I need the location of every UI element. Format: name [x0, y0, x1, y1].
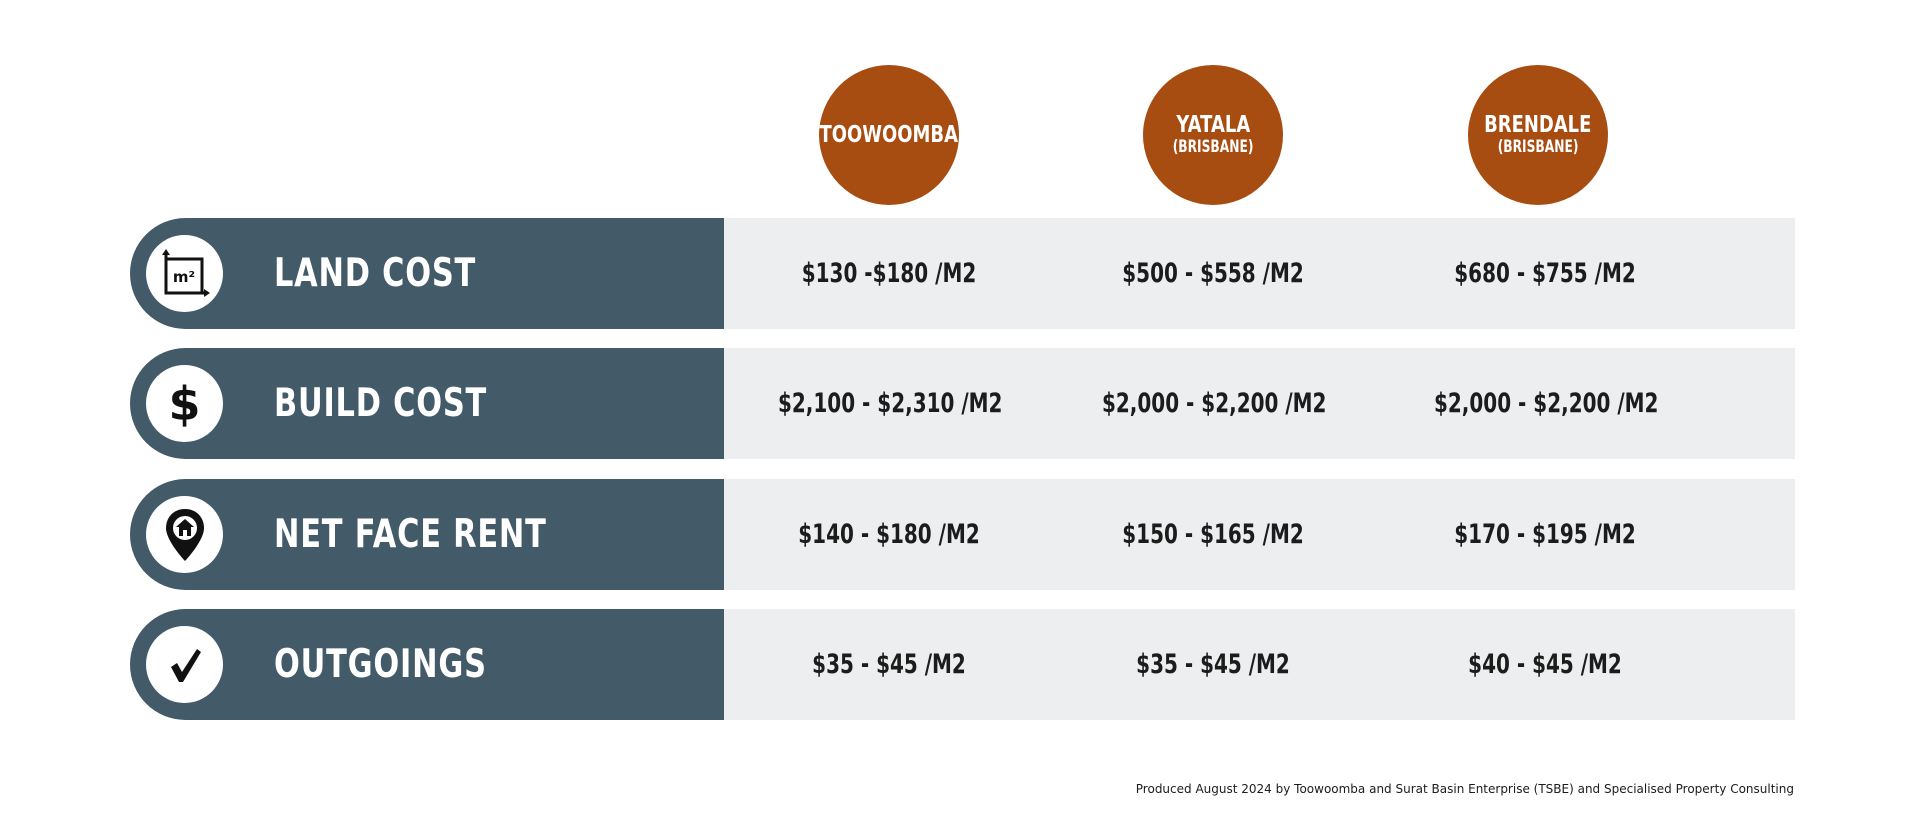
value-cell: $140 - $180 /M2: [798, 519, 980, 550]
label-band: [130, 348, 724, 459]
icon-text: m²: [172, 268, 194, 286]
value-band: [724, 479, 1795, 590]
location-name: TOOWOOMBA: [819, 121, 959, 148]
value-cell: $2,100 - $2,310 /M2: [778, 388, 1003, 419]
icon-circle: m²: [146, 235, 223, 312]
checkmark-icon: [165, 645, 205, 685]
label-band: [130, 609, 724, 720]
value-band: [724, 609, 1795, 720]
label-band: [130, 479, 724, 590]
value-cell: $500 - $558 /M2: [1122, 258, 1304, 289]
footer-credit: Produced August 2024 by Toowoomba and Su…: [1135, 782, 1794, 796]
location-circle-toowoomba: TOOWOOMBA: [819, 65, 959, 205]
value-cell: $35 - $45 /M2: [1136, 649, 1290, 680]
value-cell: $680 - $755 /M2: [1454, 258, 1636, 289]
location-circle-brendale: BRENDALE (BRISBANE): [1468, 65, 1608, 205]
value-cell: $170 - $195 /M2: [1454, 519, 1636, 550]
icon-circle: [146, 626, 223, 703]
row-label: LAND COST: [274, 251, 477, 296]
row-label: OUTGOINGS: [274, 642, 487, 687]
value-band: [724, 348, 1795, 459]
value-cell: $150 - $165 /M2: [1122, 519, 1304, 550]
value-cell: $35 - $45 /M2: [812, 649, 966, 680]
dollar-icon: $: [168, 376, 201, 431]
value-cell: $130 -$180 /M2: [801, 258, 977, 289]
location-home-pin-icon: [163, 507, 207, 563]
location-name: BRENDALE: [1484, 112, 1592, 138]
value-band: [724, 218, 1795, 329]
icon-circle: [146, 496, 223, 573]
value-cell: $40 - $45 /M2: [1468, 649, 1622, 680]
location-sub: (BRISBANE): [1172, 137, 1254, 158]
row-build-cost: $ BUILD COST $2,100 - $2,310 /M2 $2,000 …: [130, 348, 1795, 459]
location-sub: (BRISBANE): [1497, 137, 1579, 158]
row-outgoings: OUTGOINGS $35 - $45 /M2 $35 - $45 /M2 $4…: [130, 609, 1795, 720]
location-name: YATALA: [1176, 112, 1250, 138]
icon-circle: $: [146, 365, 223, 442]
row-net-face-rent: NET FACE RENT $140 - $180 /M2 $150 - $16…: [130, 479, 1795, 590]
value-cell: $2,000 - $2,200 /M2: [1434, 388, 1659, 419]
value-cell: $2,000 - $2,200 /M2: [1102, 388, 1327, 419]
row-land-cost: m² LAND COST $130 -$180 /M2 $500 - $558 …: [130, 218, 1795, 329]
label-band: [130, 218, 724, 329]
location-circle-yatala: YATALA (BRISBANE): [1143, 65, 1283, 205]
area-m2-icon: m²: [160, 248, 210, 299]
row-label: NET FACE RENT: [274, 512, 547, 557]
row-label: BUILD COST: [274, 381, 488, 426]
